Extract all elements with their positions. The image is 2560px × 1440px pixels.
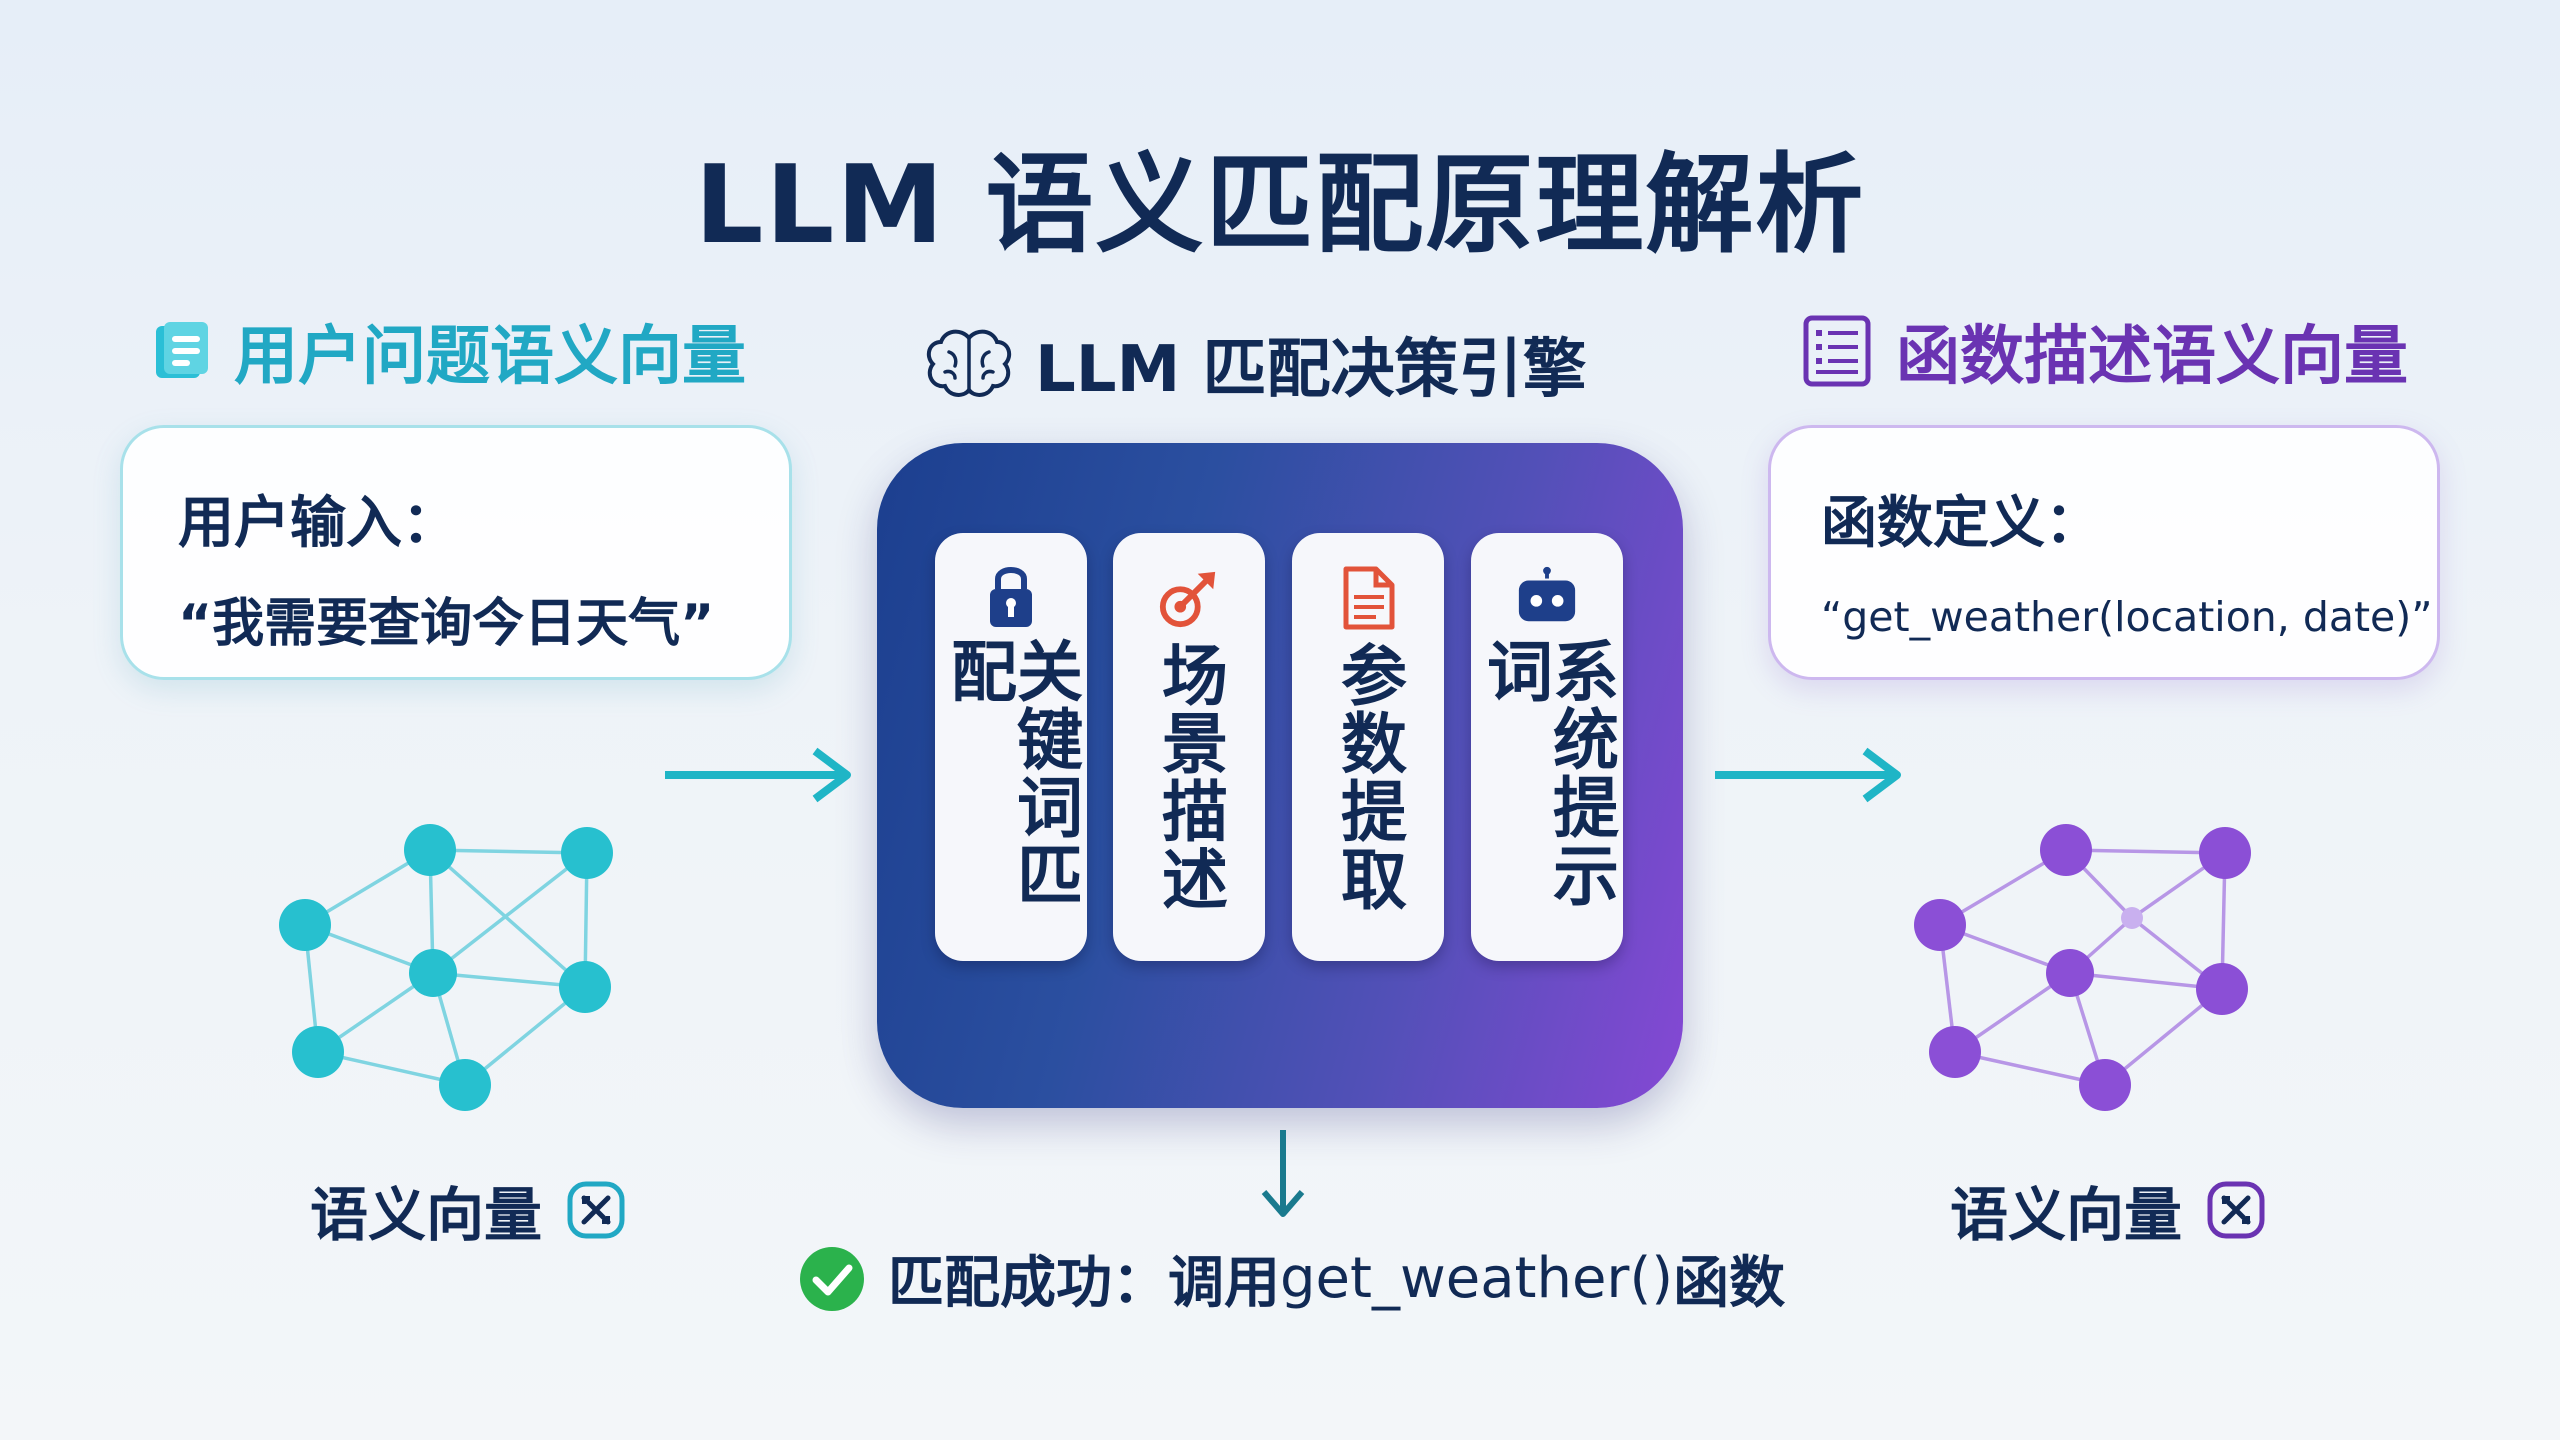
- vector-cross-icon: [2206, 1180, 2266, 1240]
- vector-cross-icon: [566, 1180, 626, 1240]
- lock-icon: [979, 561, 1043, 631]
- function-vector-label-text: 语义向量: [1950, 1181, 2183, 1249]
- robot-icon: [1515, 561, 1579, 631]
- pill-keyword-match-label: 关键词匹配: [940, 637, 1083, 910]
- pill-keyword-match: 关键词匹配: [935, 533, 1087, 961]
- pill-scene-description: 场景描述: [1113, 533, 1265, 961]
- pill-scene-description-label: 场景描述: [1151, 641, 1228, 913]
- result-suffix: 函数: [1673, 1251, 1786, 1316]
- pill-system-prompt: 系统提示词: [1471, 533, 1623, 961]
- user-vector-label-text: 语义向量: [310, 1181, 543, 1249]
- user-input-value: “我需要查询今日天气”: [178, 594, 715, 654]
- function-semantic-vector-graph: [1914, 824, 2251, 1111]
- document-icon: [150, 320, 212, 382]
- user-input-card: 用户输入： “我需要查询今日天气”: [120, 425, 792, 680]
- target-arrow-icon: [1157, 561, 1221, 635]
- user-input-label: 用户输入：: [178, 491, 458, 556]
- function-vector-header-text: 函数描述语义向量: [1896, 320, 2408, 394]
- check-circle-icon: [798, 1245, 866, 1313]
- pill-parameter-extraction: 参数提取: [1292, 533, 1444, 961]
- right-arrow-icon: [1715, 747, 1901, 803]
- decision-engine-box: 关键词匹配 场景描述 参数提取: [877, 443, 1683, 1108]
- list-document-icon: [1800, 314, 1874, 388]
- function-vector-label: 语义向量: [1950, 1168, 2266, 1252]
- down-arrow-icon: [1261, 1130, 1305, 1217]
- result-function-name: get_weather(): [1280, 1246, 1674, 1311]
- function-vector-header: 函数描述语义向量: [1800, 305, 2408, 397]
- page-title: LLM 语义匹配原理解析: [694, 143, 1866, 268]
- match-result: 匹配成功：调用 get_weather() 函数: [798, 1238, 1785, 1319]
- user-vector-header: 用户问题语义向量: [150, 305, 746, 397]
- result-prefix: 匹配成功：调用: [888, 1251, 1280, 1316]
- function-definition-value: “get_weather(location, date)”: [1821, 593, 2433, 641]
- pill-parameter-extraction-label: 参数提取: [1330, 641, 1407, 913]
- right-arrow-icon: [665, 747, 851, 803]
- user-vector-label: 语义向量: [310, 1168, 626, 1252]
- pill-system-prompt-label: 系统提示词: [1476, 637, 1619, 910]
- function-definition-label: 函数定义：: [1821, 491, 2101, 556]
- user-vector-header-text: 用户问题语义向量: [234, 320, 746, 394]
- function-definition-card: 函数定义： “get_weather(location, date)”: [1768, 425, 2440, 680]
- engine-header: LLM 匹配决策引擎: [925, 318, 1587, 410]
- user-semantic-vector-graph: [279, 824, 613, 1111]
- engine-header-text: LLM 匹配决策引擎: [1035, 333, 1587, 407]
- brain-icon: [925, 328, 1013, 400]
- document-icon: [1336, 561, 1400, 635]
